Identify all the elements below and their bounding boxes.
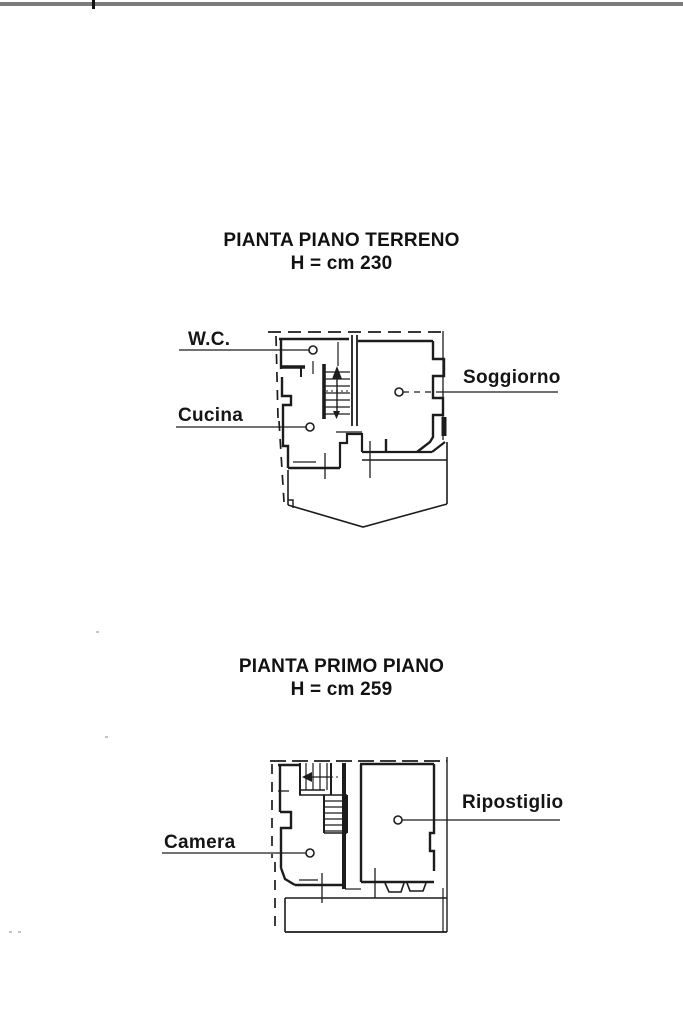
cucina-anchor-dot	[305, 422, 315, 432]
room-label-wc: W.C.	[188, 329, 231, 350]
first-floor-terrace	[284, 888, 447, 933]
first-floor-leaders	[162, 815, 560, 858]
ground-floor-title-block: PIANTA PIANO TERRENO H = cm 230	[0, 229, 683, 275]
page-top-border-tick	[92, 0, 95, 9]
first-floor-linework	[162, 757, 560, 933]
page-top-border	[0, 2, 683, 6]
wc-anchor-dot	[308, 345, 318, 355]
ground-floor-height-note: H = cm 230	[290, 253, 393, 274]
soggiorno-anchor-dot	[394, 387, 404, 397]
scan-speck	[9, 931, 12, 933]
room-label-camera: Camera	[164, 832, 236, 853]
ground-floor-linework	[176, 331, 558, 528]
first-floor-title: PIANTA PRIMO PIANO	[238, 656, 445, 677]
scan-speck	[18, 931, 21, 933]
room-label-cucina: Cucina	[178, 405, 244, 426]
ground-floor-leaders	[176, 345, 558, 432]
first-floor-stairs	[299, 763, 348, 834]
room-label-soggiorno: Soggiorno	[463, 367, 561, 388]
camera-anchor-dot	[305, 848, 315, 858]
scan-speck	[96, 631, 99, 633]
ground-floor-title: PIANTA PIANO TERRENO	[223, 230, 460, 251]
ripostiglio-anchor-dot	[393, 815, 403, 825]
ground-floor-stairs	[322, 335, 358, 426]
scan-speck	[105, 736, 108, 738]
room-label-ripostiglio: Ripostiglio	[462, 792, 564, 813]
first-floor-height-note: H = cm 259	[290, 679, 393, 700]
ground-floor-terrace	[287, 442, 448, 528]
stair-up-arrow-head	[332, 366, 342, 379]
stair-down-arrow-head	[302, 772, 312, 782]
first-floor-title-block: PIANTA PRIMO PIANO H = cm 259	[0, 655, 683, 701]
